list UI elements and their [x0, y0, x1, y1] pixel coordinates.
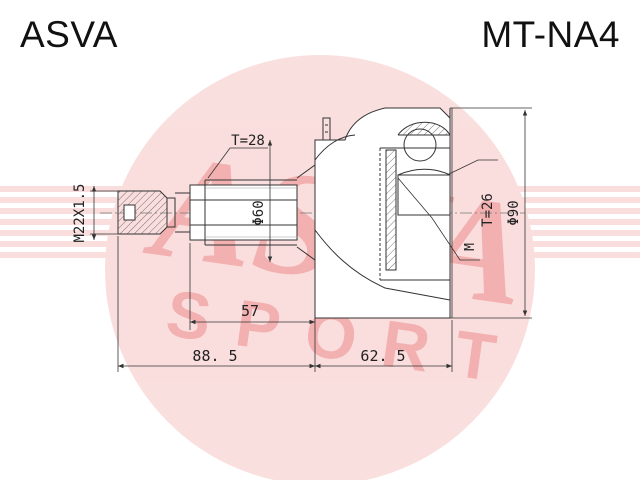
length-88-5-label: 88. 5 — [192, 347, 237, 365]
part-number: MT-NA4 — [481, 14, 620, 55]
outer-diameter-label: Φ90 — [506, 200, 522, 225]
threaded-end — [117, 190, 191, 235]
length-62-5-label: 62. 5 — [360, 347, 405, 365]
cv-housing — [314, 107, 453, 319]
spline-shaft-label: T=28 — [231, 133, 265, 149]
brand-name: ASVA — [20, 14, 118, 55]
dim-phi90 — [450, 107, 532, 319]
spline-housing-label: T=26 — [480, 193, 496, 227]
abs-marker-label: M — [463, 243, 478, 251]
dim-thread — [90, 186, 118, 240]
thread-label: M22X1.5 — [72, 183, 88, 242]
leader-lines — [207, 147, 498, 261]
length-57-label: 57 — [241, 302, 259, 320]
dim-lengths — [117, 236, 453, 372]
shaft-diameter-label: Φ60 — [251, 200, 267, 225]
